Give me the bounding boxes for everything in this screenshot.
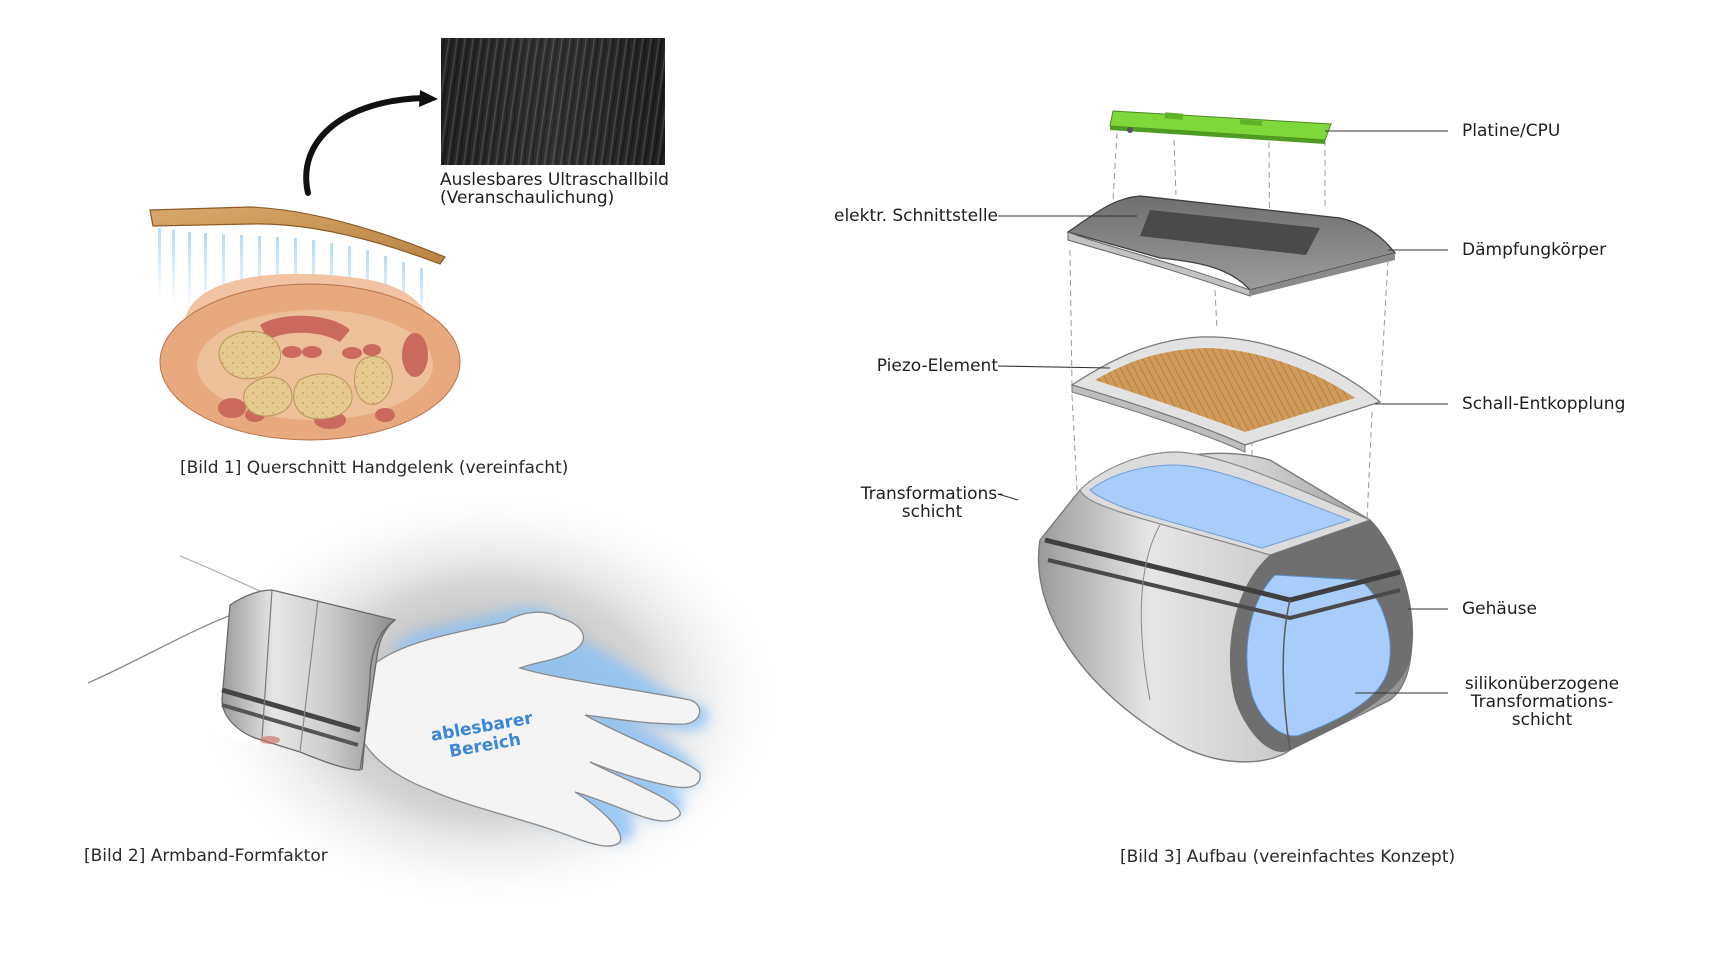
- transformation-layer: [1089, 464, 1352, 549]
- leader-lines: [997, 130, 1448, 694]
- ultrasound-label-line1: Auslesbares Ultraschallbild: [440, 170, 669, 190]
- label-gehaeuse: Gehäuse: [1462, 599, 1537, 619]
- figure1-wrist-cross-section: [149, 38, 665, 441]
- label-piezo: Piezo-Element: [876, 356, 998, 376]
- arrow-curve: [303, 95, 427, 196]
- label-transformation-line2: schicht: [901, 502, 963, 522]
- figure3-exploded-view: [997, 110, 1448, 763]
- arrow-head-icon: [419, 90, 438, 107]
- pcb-board: [1109, 110, 1332, 144]
- label-silikon-line3: schicht: [1511, 710, 1573, 730]
- label-daempfung: Dämpfungkörper: [1462, 240, 1607, 260]
- wrist-cross-section: [159, 273, 461, 441]
- ultrasound-label-line2: (Veranschaulichung): [440, 188, 615, 208]
- label-transformation: Transformations- schicht: [852, 485, 1012, 521]
- label-schnittstelle: elektr. Schnittstelle: [833, 206, 998, 226]
- transducer-strip: [149, 206, 446, 265]
- label-silikon-line1: silikonüberzogene: [1464, 674, 1620, 694]
- label-silikon: silikonüberzogene Transformations- schic…: [1452, 675, 1632, 729]
- arm-outline: [88, 603, 260, 745]
- housing-cylinder: [1037, 451, 1414, 763]
- damping-body: [1066, 195, 1397, 297]
- ultrasound-label: Auslesbares Ultraschallbild (Veranschaul…: [440, 171, 669, 207]
- label-transformation-line1: Transformations-: [860, 484, 1004, 504]
- piezo-element: [1070, 336, 1382, 453]
- hand-shape: [353, 611, 701, 847]
- figure1-caption: [Bild 1] Querschnitt Handgelenk (vereinf…: [180, 458, 569, 478]
- label-entkopplung: Schall-Entkopplung: [1462, 394, 1626, 414]
- label-silikon-line2: Transformations-: [1470, 692, 1614, 712]
- figure2-caption: [Bild 2] Armband-Formfaktor: [84, 846, 328, 866]
- figure2-wristband: [87, 485, 790, 915]
- wristband: [221, 589, 397, 771]
- label-platine: Platine/CPU: [1462, 121, 1561, 141]
- figure3-caption: [Bild 3] Aufbau (vereinfachtes Konzept): [1120, 847, 1456, 867]
